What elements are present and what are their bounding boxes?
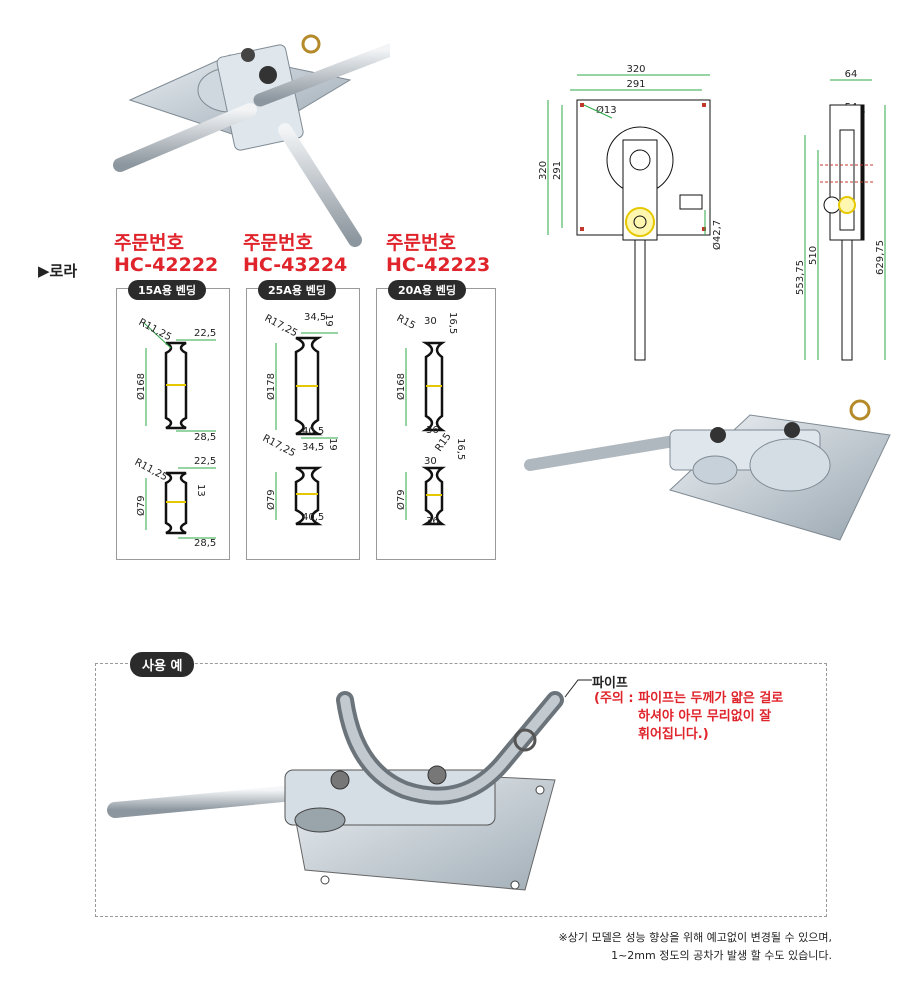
side-h3: 629,75	[875, 240, 886, 275]
front-view-drawing: 320 291 320 291 Ø13 Ø42,7	[538, 64, 723, 361]
front-pin: Ø42,7	[711, 220, 723, 250]
usage-illustration	[107, 691, 564, 891]
dim-3t-bottom: 36	[426, 425, 439, 436]
dim-2t-side: 19	[323, 314, 334, 327]
product-photo-top	[113, 34, 390, 247]
dim-3t-radius: R15	[395, 313, 418, 332]
dim-3b-dia: Ø79	[395, 489, 407, 510]
roller-drawings: R11,25 22,5 Ø168 28,5 R11,25 22,5 13 Ø79…	[133, 312, 466, 549]
dim-3t-side: 16,5	[447, 312, 458, 334]
caution-line-1: (주의 : 파이프는 두께가 얇은 걸로	[594, 691, 784, 706]
order-code-3: HC-42223	[386, 254, 491, 276]
dim-2b-bottom: 40,5	[302, 512, 324, 523]
dim-3b-width: 30	[424, 456, 437, 467]
pipe-label: 파이프	[592, 676, 628, 691]
dim-2b-radius: R17,25	[261, 433, 298, 459]
dim-2b-side: 19	[327, 438, 338, 451]
dim-2b-dia: Ø79	[265, 489, 277, 510]
dim-1b-side: 13	[195, 484, 206, 497]
order-code-1: HC-42222	[114, 254, 219, 276]
dim-1t-radius: R11,25	[137, 317, 174, 343]
dim-1t-dia: Ø168	[135, 373, 147, 400]
side-h1: 553,75	[795, 260, 806, 295]
roller-1-bottom: R11,25 22,5 13 Ø79 28,5	[133, 456, 217, 549]
pipe-leader-line	[564, 679, 592, 698]
section-label-roller: ▶로라	[38, 262, 78, 280]
usage-example-box	[95, 663, 827, 917]
front-w-outer: 320	[626, 64, 645, 75]
order-label-1: 주문번호	[114, 232, 184, 254]
usage-example-tag: 사용 예	[130, 652, 195, 677]
footnote-line-2: 1~2mm 정도의 공차가 발생 할 수도 있습니다.	[611, 949, 832, 962]
dim-3b-bottom: 36	[426, 516, 439, 527]
front-h-inner: 291	[552, 161, 563, 180]
footnote-line-1: ※상기 모델은 성능 향상을 위해 예고없이 변경될 수 있으며,	[558, 931, 832, 944]
side-h2: 510	[808, 246, 819, 265]
dim-3t-width: 30	[424, 316, 437, 327]
order-label-2: 주문번호	[243, 232, 313, 254]
usage-badge-1: 15A용 벤딩	[128, 280, 207, 300]
front-h-outer: 320	[538, 161, 549, 180]
dim-2t-width: 34,5	[304, 312, 326, 323]
dim-1b-radius: R11,25	[133, 457, 170, 483]
caution-line-2: 하셔야 아무 무리없이 잘	[638, 709, 772, 724]
roller-2-top: R17,25 34,5 19 Ø178 40,5	[263, 312, 338, 439]
dim-2t-dia: Ø178	[265, 373, 277, 400]
usage-badge-2: 25A용 벤딩	[258, 280, 337, 300]
roller-3-top: R15 30 16,5 Ø168 36	[395, 312, 458, 436]
order-label-3: 주문번호	[386, 232, 456, 254]
product-photo-bottom	[524, 399, 891, 541]
dim-1b-bottom: 28,5	[194, 538, 216, 549]
dim-1t-width: 22,5	[194, 328, 216, 339]
dim-1b-dia: Ø79	[135, 495, 147, 516]
caution-line-3: 휘어집니다.)	[638, 727, 709, 742]
front-w-inner: 291	[626, 79, 645, 90]
roller-2-bottom: R17,25 34,5 19 Ø79 40,5	[261, 433, 338, 526]
dim-2t-bottom: 40,5	[302, 426, 324, 437]
roller-1-top: R11,25 22,5 Ø168 28,5	[135, 317, 216, 443]
dim-3t-dia: Ø168	[395, 373, 407, 400]
dim-3b-side: 16,5	[455, 438, 466, 460]
side-w-outer: 64	[845, 69, 858, 80]
roller-3-bottom: 30 R15 16,5 Ø79 36	[395, 431, 466, 527]
usage-badge-3: 20A용 벤딩	[388, 280, 467, 300]
order-code-2: HC-43224	[243, 254, 348, 276]
dim-2t-radius: R17,25	[263, 313, 300, 339]
side-view-drawing: 64 54 553,75 510 629,75	[795, 69, 886, 361]
dim-1t-bottom: 28,5	[194, 432, 216, 443]
front-hole: Ø13	[596, 104, 617, 116]
dim-2b-width: 34,5	[302, 442, 324, 453]
dim-1b-width: 22,5	[194, 456, 216, 467]
